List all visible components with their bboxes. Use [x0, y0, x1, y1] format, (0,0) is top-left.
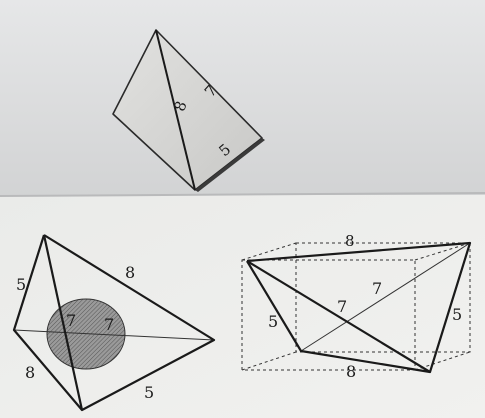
- box-tetrahedron-figure: 8 7 7 5 5 8: [241, 232, 472, 381]
- background-upper: [0, 0, 485, 197]
- tetra-label-bottom-right-5: 5: [144, 383, 154, 402]
- tetra-label-bottom-left-8: 8: [25, 363, 35, 382]
- box-label-diag-7: 7: [372, 279, 382, 298]
- paper-edge: [0, 192, 485, 197]
- folded-card: 8 7 5: [112, 29, 265, 192]
- box-label-center-7: 7: [337, 297, 347, 316]
- tetrahedron-figure: 5 8 8 5 7 7: [12, 234, 216, 412]
- tetra-label-top-8: 8: [125, 263, 135, 282]
- card-fold-diagonal: [155, 29, 196, 191]
- box-label-bottom-8: 8: [346, 362, 356, 381]
- tetra-label-inner-7a: 7: [66, 311, 76, 330]
- box-label-right-5: 5: [452, 305, 462, 324]
- box-label-left-5: 5: [268, 312, 278, 331]
- box-label-top-8: 8: [345, 232, 355, 250]
- tetra-label-inner-7b: 7: [104, 315, 114, 334]
- tetra-label-left-5: 5: [16, 275, 26, 294]
